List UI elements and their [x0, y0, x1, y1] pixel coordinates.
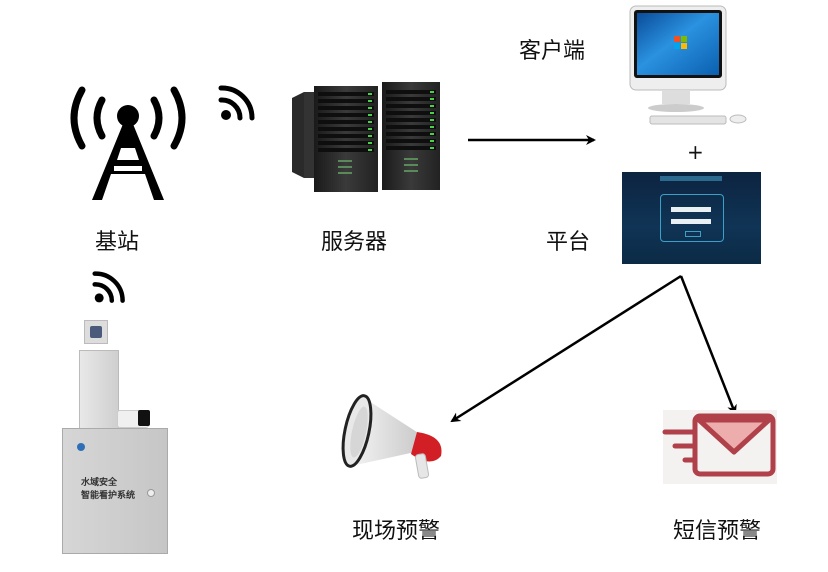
sms-alarm-label: 短信预警: [673, 519, 762, 544]
platform-title-bar: [660, 176, 722, 181]
monitoring-device-icon: 水域安全 智能看护系统: [60, 318, 170, 554]
warning-light: [84, 320, 108, 344]
wifi-signal-icon: [218, 85, 255, 121]
device-panel-text-2: 智能看护系统: [81, 491, 136, 501]
username-field: [671, 207, 711, 212]
arrow-platform-to-site-alarm: [450, 274, 682, 423]
arrow-platform-to-sms-alarm: [679, 275, 737, 415]
plus-sign: +: [687, 140, 704, 164]
desktop-computer-icon: [629, 5, 747, 125]
password-field: [671, 219, 711, 224]
cabinet: 水域安全 智能看护系统: [62, 428, 168, 554]
envelope-icon: [662, 410, 777, 484]
base-station-label: 基站: [95, 230, 140, 255]
site-alarm-label: 现场预警: [352, 519, 441, 544]
device-panel-text-1: 水域安全: [81, 478, 118, 488]
login-screen-icon: [622, 172, 761, 264]
server-rack-icon: [292, 82, 440, 192]
cell-tower-icon: [70, 86, 186, 200]
server-label: 服务器: [321, 230, 388, 255]
login-panel: [660, 194, 724, 242]
wifi-signal-icon: [92, 271, 125, 303]
megaphone-icon: [341, 394, 442, 479]
client-label: 客户端: [519, 39, 586, 64]
login-button: [685, 231, 701, 237]
platform-label: 平台: [546, 230, 591, 255]
